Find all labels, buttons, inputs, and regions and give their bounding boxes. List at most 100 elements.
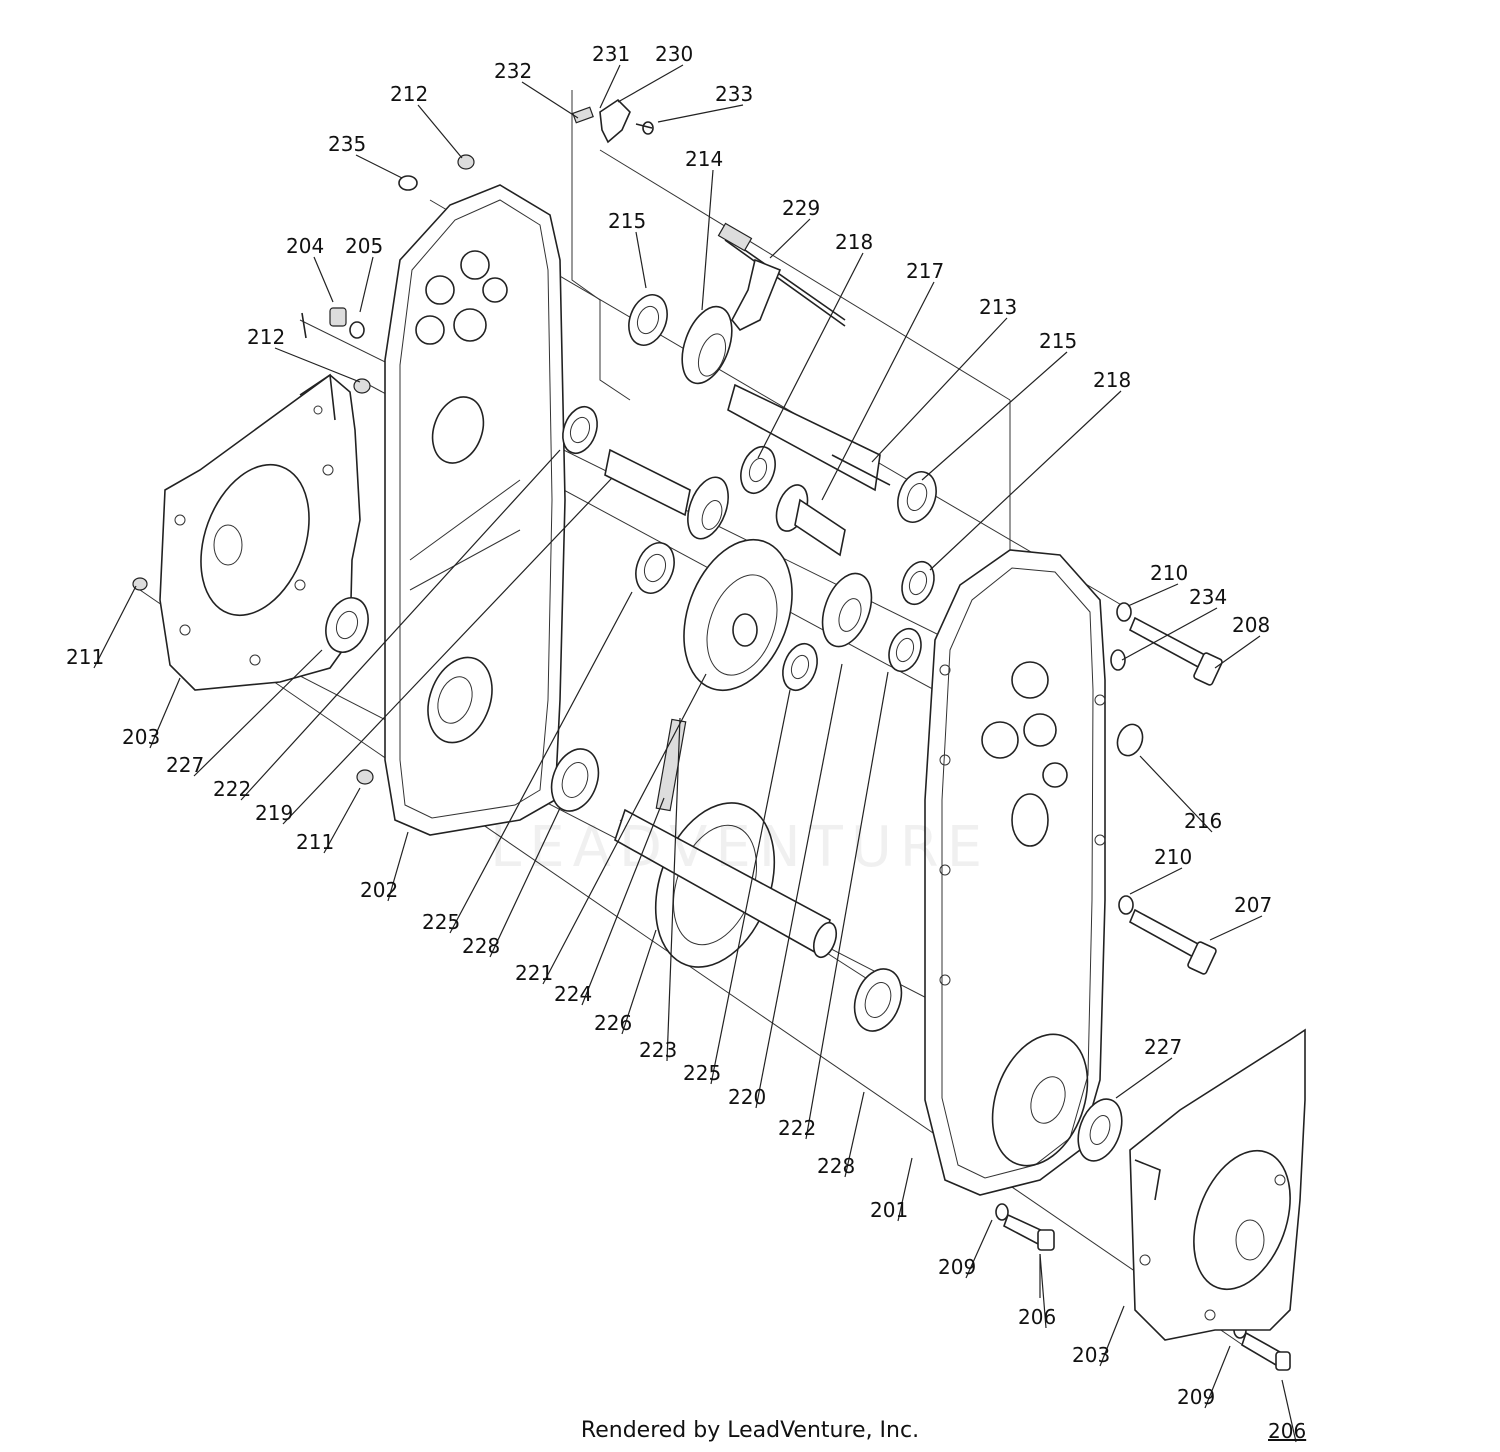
- callout-c202: 202: [360, 878, 398, 902]
- callout-c203b: 203: [1072, 1343, 1110, 1367]
- leader-c213: [871, 317, 1008, 463]
- leader-c201: [897, 1157, 913, 1222]
- callout-c228a: 228: [462, 934, 500, 958]
- callout-c232: 232: [494, 59, 532, 83]
- leader-c206b: [1281, 1379, 1297, 1443]
- left-hardware: [132, 154, 475, 785]
- callout-c224: 224: [554, 982, 592, 1006]
- callout-c211b: 211: [296, 830, 334, 854]
- callout-c231: 231: [592, 42, 630, 66]
- callout-c215b: 215: [1039, 329, 1077, 353]
- callout-c212a: 212: [390, 82, 428, 106]
- callout-c229: 229: [782, 196, 820, 220]
- callout-c234: 234: [1189, 585, 1227, 609]
- leader-c204: [313, 256, 334, 303]
- callout-c223: 223: [639, 1038, 677, 1062]
- leader-c210b: [1129, 867, 1183, 895]
- callout-c205: 205: [345, 234, 383, 258]
- leader-c222b: [805, 671, 889, 1140]
- leader-c227a: [193, 649, 323, 777]
- callout-c210a: 210: [1150, 561, 1188, 585]
- leader-c215b: [921, 351, 1068, 481]
- leader-c202: [387, 831, 409, 902]
- leader-c227b: [1115, 1057, 1173, 1099]
- callout-c203a: 203: [122, 725, 160, 749]
- callout-c221: 221: [515, 961, 553, 985]
- leader-c218b: [929, 390, 1122, 571]
- left-housing: [384, 184, 566, 836]
- leader-c231: [599, 64, 621, 109]
- leader-c230: [617, 64, 684, 103]
- input-shaft: [604, 448, 873, 692]
- callout-c207: 207: [1234, 893, 1272, 917]
- leader-c215a: [635, 231, 647, 289]
- leader-c206a: [1039, 1253, 1047, 1329]
- callout-c204: 204: [286, 234, 324, 258]
- callout-c201: 201: [870, 1198, 908, 1222]
- leader-c234: [1121, 607, 1218, 661]
- leader-c205: [359, 256, 374, 313]
- callout-c235: 235: [328, 132, 366, 156]
- right-hardware: [995, 602, 1291, 1371]
- leader-c229: [769, 218, 811, 259]
- callout-c222b: 222: [778, 1116, 816, 1140]
- callout-c225b: 225: [683, 1061, 721, 1085]
- leader-c233: [657, 104, 744, 123]
- leader-c223: [666, 717, 681, 1062]
- footer-credit: Rendered by LeadVenture, Inc.: [580, 1418, 920, 1443]
- leader-c228a: [489, 807, 561, 958]
- callout-c230: 230: [655, 42, 693, 66]
- leader-c203b: [1099, 1305, 1125, 1367]
- watermark: LEADVENTURE: [490, 815, 991, 880]
- callout-c211a: 211: [66, 645, 104, 669]
- leader-c212a: [417, 104, 463, 159]
- left-outer-cover: [159, 373, 361, 691]
- callout-c233: 233: [715, 82, 753, 106]
- leader-c208: [1214, 635, 1261, 669]
- callout-c227b: 227: [1144, 1035, 1182, 1059]
- callout-c216: 216: [1184, 809, 1222, 833]
- leader-c232: [521, 81, 579, 119]
- leader-c222a: [240, 449, 561, 801]
- right-outer-cover: [1129, 1028, 1306, 1341]
- leader-c212b: [274, 347, 361, 383]
- callout-c209a: 209: [938, 1255, 976, 1279]
- callout-c226: 226: [594, 1011, 632, 1035]
- leader-c224: [581, 797, 665, 1006]
- leader-c203a: [149, 677, 181, 749]
- leader-c226: [621, 929, 657, 1035]
- leader-c218a: [757, 252, 864, 459]
- leader-c235: [355, 154, 403, 179]
- callout-c206a: 206: [1018, 1305, 1056, 1329]
- callout-c217: 217: [906, 259, 944, 283]
- callout-c218a: 218: [835, 230, 873, 254]
- callout-c228b: 228: [817, 1154, 855, 1178]
- leader-c225a: [449, 591, 633, 934]
- shift-fork: [717, 222, 846, 332]
- callout-c215a: 215: [608, 209, 646, 233]
- leader-c210a: [1127, 583, 1179, 607]
- leader-c220: [755, 663, 843, 1109]
- leader-c228b: [844, 1091, 865, 1178]
- callout-c210b: 210: [1154, 845, 1192, 869]
- leader-c207: [1209, 915, 1263, 941]
- leader-c214: [701, 169, 714, 311]
- leader-c211b: [323, 787, 361, 854]
- callout-c225a: 225: [422, 910, 460, 934]
- leader-c216: [1139, 755, 1213, 833]
- leader-c219: [282, 477, 613, 825]
- left-bearings: [325, 294, 675, 812]
- callout-c219: 219: [255, 801, 293, 825]
- callout-c206b: 206: [1268, 1419, 1306, 1443]
- callout-c222a: 222: [213, 777, 251, 801]
- callout-c227a: 227: [166, 753, 204, 777]
- leader-c209a: [965, 1219, 993, 1279]
- detent-parts: [572, 98, 654, 144]
- callout-c209b: 209: [1177, 1385, 1215, 1409]
- callout-c212b: 212: [247, 325, 285, 349]
- leader-c225b: [710, 689, 791, 1085]
- callout-c213: 213: [979, 295, 1017, 319]
- leader-c209b: [1204, 1345, 1231, 1409]
